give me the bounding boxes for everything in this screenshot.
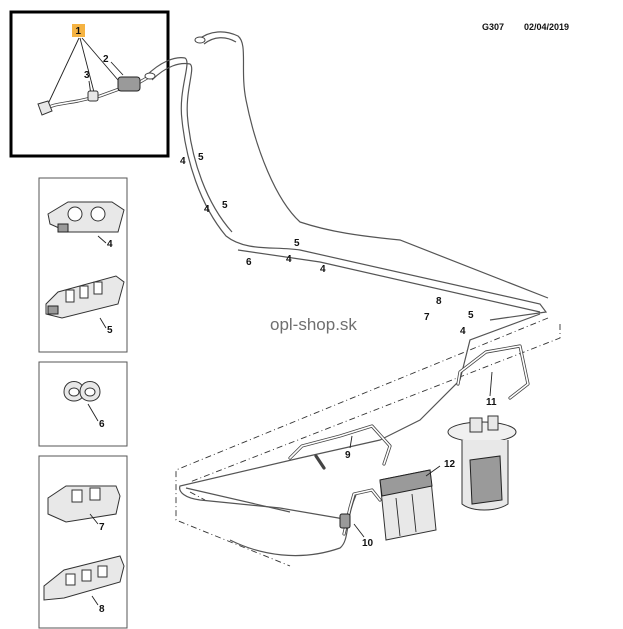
- callout-4-a[interactable]: 4: [180, 156, 186, 167]
- callout-1-highlight: [72, 24, 85, 37]
- fuel-pump-module: [447, 415, 517, 511]
- callout-6-inset[interactable]: 6: [99, 419, 105, 430]
- callout-7-inset[interactable]: 7: [99, 522, 105, 533]
- callout-10-leader: [353, 523, 365, 538]
- callout-11-leader: [489, 371, 493, 397]
- callout-9-leader: [349, 435, 353, 449]
- watermark: opl-shop.sk: [270, 315, 357, 334]
- callout-5-inset-leader: [99, 317, 107, 329]
- charcoal-canister: [379, 469, 437, 541]
- callout-4-b[interactable]: 4: [204, 204, 210, 215]
- clip-6-illustration: [63, 381, 101, 402]
- callout-6-main[interactable]: 6: [246, 257, 252, 268]
- callout-6-inset-leader: [87, 403, 99, 422]
- inset-clips-4-5: [38, 177, 128, 353]
- callout-5-c[interactable]: 5: [294, 238, 300, 249]
- callout-8-main[interactable]: 8: [436, 296, 442, 307]
- part-11-line: [456, 344, 530, 400]
- fuel-pipe-routing: [144, 31, 549, 321]
- callout-8-inset[interactable]: 8: [99, 604, 105, 615]
- callout-1[interactable]: 1: [76, 26, 82, 37]
- detail-frame-assembly: [9, 10, 170, 158]
- callout-4-inset[interactable]: 4: [107, 239, 113, 250]
- callout-11[interactable]: 11: [486, 397, 497, 408]
- clip-7-illustration: [47, 485, 121, 523]
- part-9-line: [288, 424, 392, 470]
- callout-12[interactable]: 12: [444, 459, 456, 470]
- callout-10[interactable]: 10: [362, 538, 374, 549]
- inset-clips-7-8: [38, 455, 128, 629]
- callout-5-d[interactable]: 5: [468, 310, 474, 321]
- callout-4-inset-leader: [97, 235, 107, 244]
- callout-7-inset-leader: [89, 513, 99, 525]
- hose-assembly-detail: [37, 73, 154, 116]
- callout-7-main[interactable]: 7: [424, 312, 430, 323]
- clip-4-illustration: [47, 201, 125, 233]
- callout-8-inset-leader: [91, 595, 99, 606]
- callout-4-d[interactable]: 4: [320, 264, 326, 275]
- callout-1-leaders: [47, 37, 119, 105]
- callout-5-inset[interactable]: 5: [107, 325, 113, 336]
- diagram-code: G307: [482, 22, 504, 32]
- part-10-line: [339, 488, 382, 536]
- callout-4-e[interactable]: 4: [460, 326, 466, 337]
- diagram-date: 02/04/2019: [524, 22, 569, 32]
- callout-2[interactable]: 2: [103, 54, 109, 65]
- callout-4-c[interactable]: 4: [286, 254, 292, 265]
- callout-3[interactable]: 3: [84, 70, 90, 81]
- clip-8-illustration: [43, 555, 125, 601]
- clip-5-illustration: [45, 275, 125, 319]
- callout-5-b[interactable]: 5: [222, 200, 228, 211]
- inset-clip-6: [38, 361, 128, 447]
- underbody-outline: [175, 317, 561, 567]
- callout-9[interactable]: 9: [345, 450, 351, 461]
- callout-5-a[interactable]: 5: [198, 152, 204, 163]
- callout-12-leader: [425, 465, 441, 477]
- callout-2-leader: [110, 61, 124, 76]
